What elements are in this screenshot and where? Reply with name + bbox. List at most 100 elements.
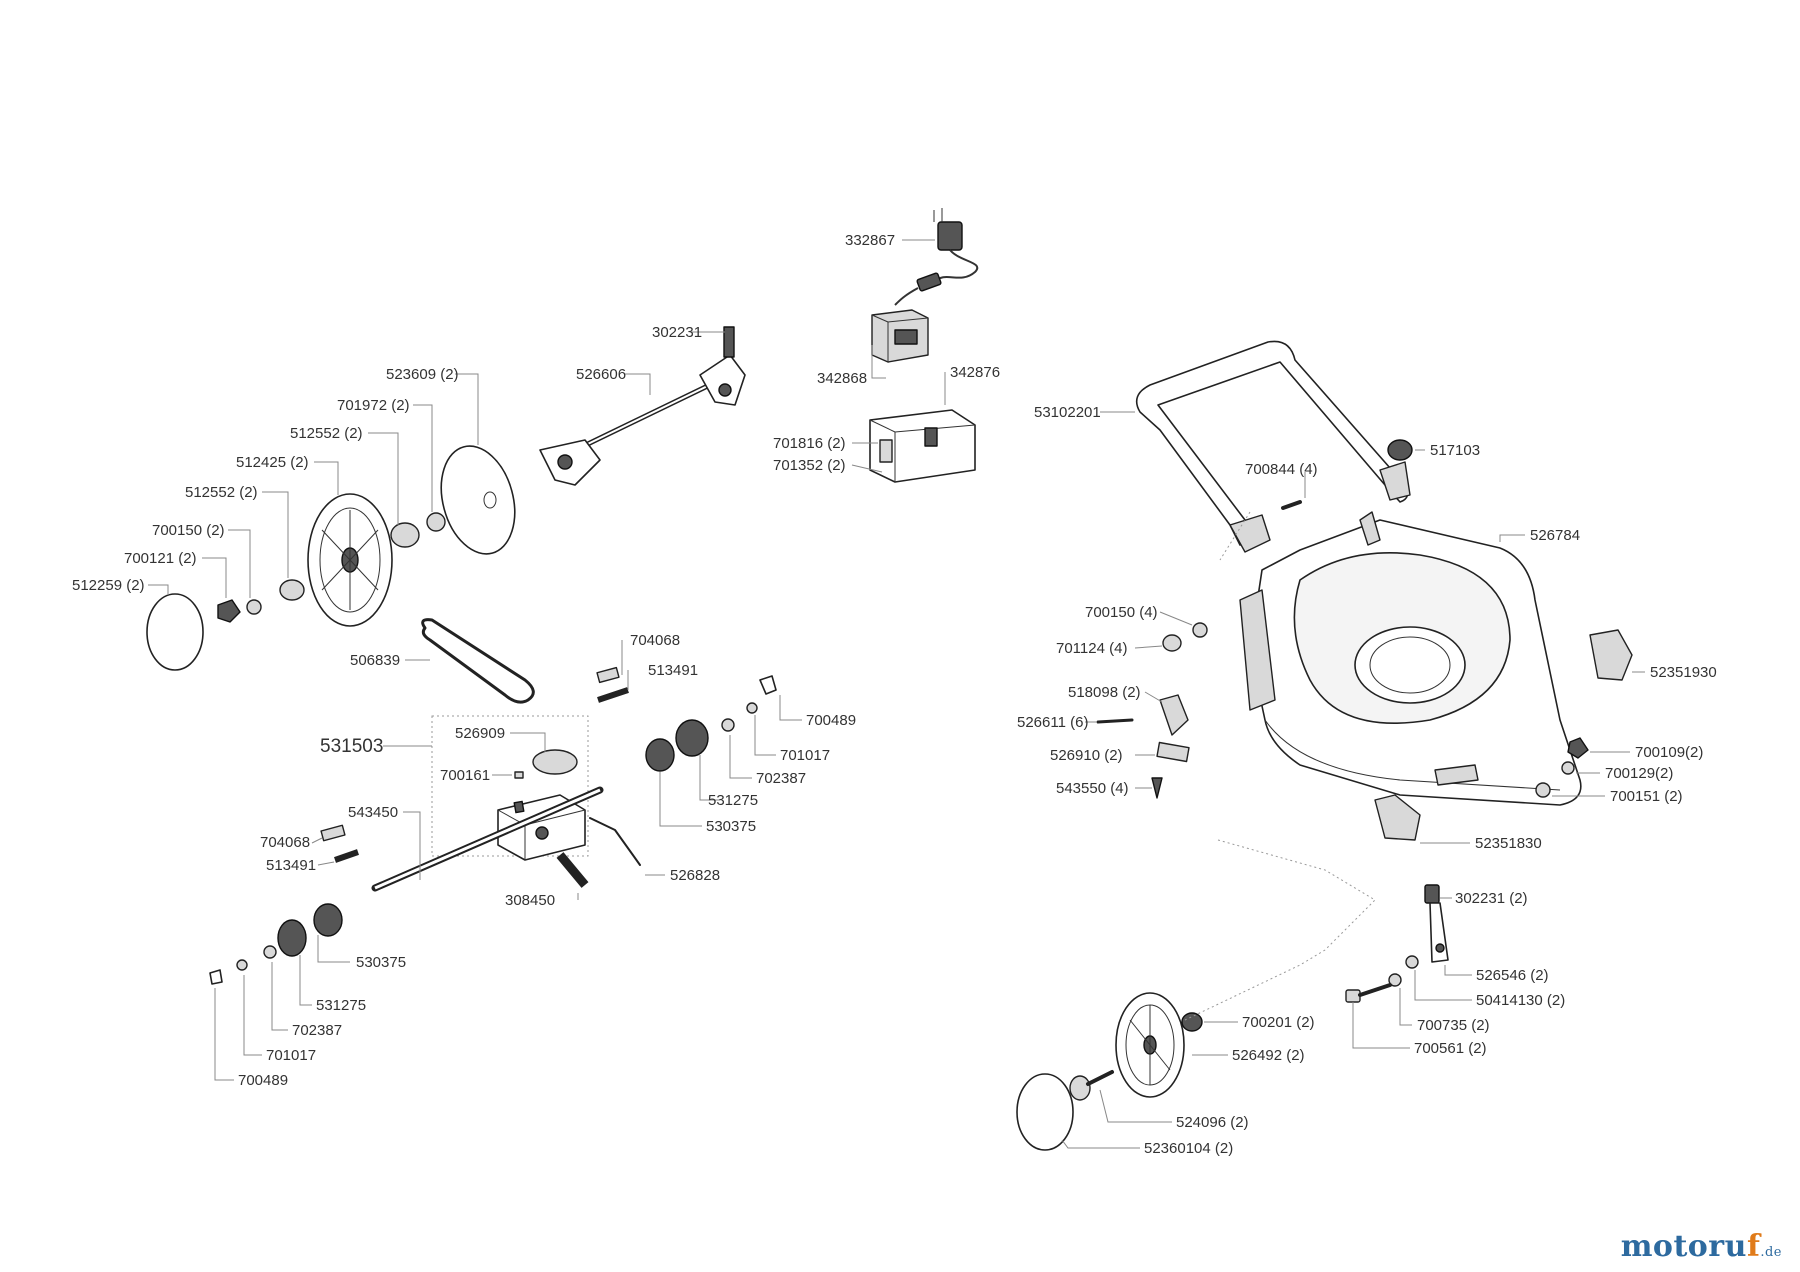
washer-700735 [1388,973,1402,987]
part-label-700150-a: 700150 (2) [152,522,225,539]
washer-700150 [246,599,262,615]
spring-513491 [597,687,629,703]
leader-524096 [1099,1089,1172,1123]
leader-526546 [1444,965,1472,976]
pinion-531275-b [277,919,307,957]
part-label-513491-b: 513491 [266,857,316,874]
part-label-52351930: 52351930 [1650,664,1717,681]
part-label-700151: 700151 (2) [1610,788,1683,805]
drive-belt [421,618,535,704]
leader-513491-b [317,861,335,866]
leader-700150-a [228,529,251,598]
wheel-icon [307,493,420,627]
charger-socket [871,309,929,363]
part-label-506839: 506839 [350,652,400,669]
part-label-52351830: 52351830 [1475,835,1542,852]
leader-704068-b [311,837,323,844]
assembly-guide-front [1184,839,1376,1021]
leader-543450 [403,811,421,880]
leader-526909 [510,732,546,752]
leader-700489-a [779,695,802,721]
part-label-530375-b: 530375 [356,954,406,971]
charger-icon [894,208,979,306]
battery-icon [869,409,976,483]
leader-701017-b [243,975,262,1056]
part-label-523609: 523609 (2) [386,366,459,383]
part-label-700109: 700109(2) [1635,744,1703,761]
drive-lever [539,326,746,486]
part-label-512552-a: 512552 (2) [290,425,363,442]
pin-700161 [514,771,524,779]
part-label-543550: 543550 (4) [1056,780,1129,797]
leader-700121 [202,557,227,598]
washer-702387 [721,718,735,732]
brand-logo: motoruf.de [1620,1229,1782,1264]
bearing-700201 [1181,1012,1203,1032]
grommet-517103 [1387,439,1413,461]
washer-701972 [426,512,446,532]
part-label-700489-a: 700489 [806,712,856,729]
part-label-50414130: 50414130 (2) [1476,992,1565,1009]
key-704068 [596,666,620,684]
leader-700735 [1399,988,1412,1026]
axle-543450 [371,786,604,892]
hub-cap-512259 [146,593,204,671]
part-label-531275-b: 531275 [316,997,366,1014]
clip-700489 [759,675,777,695]
part-label-702387-b: 702387 [292,1022,342,1039]
part-label-302231-right: 302231 (2) [1455,890,1528,907]
part-label-700161: 700161 [440,767,490,784]
part-label-526909: 526909 [455,725,505,742]
key-704068-b [320,824,346,842]
part-label-526828: 526828 [670,867,720,884]
clutch-530375-b [313,903,343,937]
mower-deck-icon [1239,511,1582,806]
part-label-701816: 701816 (2) [773,435,846,452]
spring-513491-b [334,849,359,863]
part-label-526492: 526492 (2) [1232,1047,1305,1064]
part-label-52360104: 52360104 (2) [1144,1140,1233,1157]
part-label-302231-top: 302231 [652,324,702,341]
leader-531275-a [699,755,720,801]
leader-700561 [1352,1002,1410,1049]
part-label-342868: 342868 [817,370,867,387]
leader-526606 [625,373,651,395]
part-label-701352: 701352 (2) [773,457,846,474]
part-label-526606: 526606 [576,366,626,383]
part-label-530375-a: 530375 [706,818,756,835]
part-label-517103: 517103 [1430,442,1480,459]
spring-308450 [556,852,589,888]
part-label-526910: 526910 (2) [1050,747,1123,764]
leader-512259 [148,584,169,595]
screw-543550 [1151,777,1163,799]
washer-700150-b [1192,622,1208,638]
washer-701017-b [236,959,248,971]
bracket-518098 [1159,694,1189,736]
leader-512552-b [262,491,289,578]
handle-icon [1135,340,1411,553]
height-adjust-lever [1424,884,1449,963]
clip-700489-b [209,969,223,985]
nut-700121 [217,599,241,623]
part-label-704068-a: 704068 [630,632,680,649]
cable-526828 [589,817,641,866]
part-label-526611: 526611 (6) [1017,714,1088,731]
part-label-526784: 526784 [1530,527,1580,544]
part-label-701017-b: 701017 [266,1047,316,1064]
part-label-332867: 332867 [845,232,895,249]
leader-531275-b [299,955,312,1006]
part-label-543450: 543450 [348,804,398,821]
front-wheel-526492 [1115,992,1185,1098]
leader-701352 [851,464,883,473]
plate-526910 [1156,741,1190,763]
part-label-700150-b: 700150 (4) [1085,604,1158,621]
hub-cap-52360104 [1016,1073,1074,1151]
leader-701124 [1134,645,1163,649]
part-label-700561: 700561 (2) [1414,1040,1487,1057]
leader-526784 [1499,534,1525,542]
pinion-531275 [675,719,709,757]
washer-700129 [1561,761,1575,775]
part-label-518098: 518098 (2) [1068,684,1141,701]
washer-701017 [746,702,758,714]
